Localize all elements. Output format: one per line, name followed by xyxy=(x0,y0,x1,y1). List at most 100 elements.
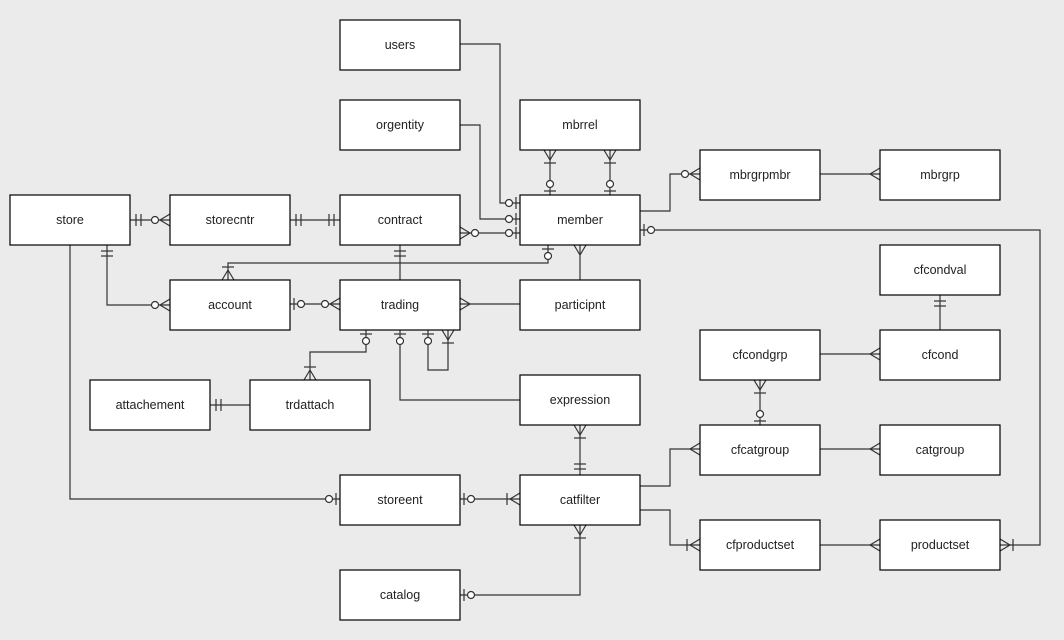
entity-label: mbrrel xyxy=(562,118,597,132)
cardinality-marker-member xyxy=(504,197,517,209)
entity-label: member xyxy=(557,213,603,227)
relationship-layer xyxy=(69,43,1041,601)
entity-mbrgrpmbr[interactable]: mbrgrpmbr xyxy=(699,149,821,201)
cardinality-marker-storecntr xyxy=(295,214,302,226)
relationship-line-catalog-catfilter xyxy=(460,525,581,596)
cardinality-marker-member xyxy=(504,227,517,239)
entity-label: mbrgrpmbr xyxy=(729,168,790,182)
entity-store[interactable]: store xyxy=(9,194,131,246)
cardinality-marker-trading xyxy=(320,297,341,311)
cardinality-marker-mbrrel xyxy=(543,149,557,164)
entity-participnt[interactable]: participnt xyxy=(519,279,641,331)
cardinality-marker-trading xyxy=(360,333,372,346)
entity-cfcondgrp[interactable]: cfcondgrp xyxy=(699,329,821,381)
cardinality-marker-account xyxy=(150,298,171,312)
entity-label: expression xyxy=(550,393,610,407)
entity-label: attachement xyxy=(116,398,185,412)
cardinality-marker-member xyxy=(544,179,556,192)
cardinality-marker-storeent xyxy=(463,493,476,505)
cardinality-marker-trdattach xyxy=(303,366,317,381)
cardinality-marker-trading xyxy=(422,333,434,346)
entity-label: mbrgrp xyxy=(920,168,960,182)
cardinality-marker-contract xyxy=(394,250,406,257)
cardinality-marker-mbrrel xyxy=(603,149,617,164)
entity-mbrgrp[interactable]: mbrgrp xyxy=(879,149,1001,201)
entity-label: cfproductset xyxy=(726,538,795,552)
entity-trdattach[interactable]: trdattach xyxy=(249,379,371,431)
cardinality-marker-catfilter xyxy=(574,463,586,470)
cardinality-marker-storeent xyxy=(324,493,337,505)
relationship-line-trading-trading xyxy=(427,330,449,371)
cardinality-marker-store xyxy=(101,250,113,257)
cardinality-marker-cfcatgroup xyxy=(689,442,701,456)
entity-attachement[interactable]: attachement xyxy=(89,379,211,431)
entity-label: store xyxy=(56,213,84,227)
relationship-line-member-productset xyxy=(640,229,1041,546)
entity-catfilter[interactable]: catfilter xyxy=(519,474,641,526)
relationship-line-member-account xyxy=(227,245,549,280)
entity-account[interactable]: account xyxy=(169,279,291,331)
cardinality-marker-cfproductset xyxy=(686,538,701,552)
entity-label: account xyxy=(208,298,252,312)
cardinality-marker-mbrgrp xyxy=(869,167,881,181)
cardinality-marker-cfcatgroup xyxy=(754,409,766,422)
entity-label: orgentity xyxy=(376,118,425,132)
entity-storecntr[interactable]: storecntr xyxy=(169,194,291,246)
entity-label: catfilter xyxy=(560,493,600,507)
cardinality-marker-store xyxy=(135,214,142,226)
cardinality-marker-cfcondval xyxy=(934,300,946,307)
entity-label: productset xyxy=(911,538,970,552)
relationship-line-store-storeent xyxy=(69,245,340,500)
cardinality-marker-expression xyxy=(573,424,587,439)
cardinality-marker-account xyxy=(293,298,306,310)
cardinality-marker-member xyxy=(643,224,656,236)
entity-cfproductset[interactable]: cfproductset xyxy=(699,519,821,571)
entity-orgentity[interactable]: orgentity xyxy=(339,99,461,151)
cardinality-marker-mbrgrpmbr xyxy=(680,167,701,181)
cardinality-marker-contract xyxy=(459,226,480,240)
entity-catalog[interactable]: catalog xyxy=(339,569,461,621)
relationship-line-catfilter-cfcatgroup xyxy=(640,448,700,487)
entity-users[interactable]: users xyxy=(339,19,461,71)
entity-contract[interactable]: contract xyxy=(339,194,461,246)
relationship-line-store-account xyxy=(106,245,170,306)
relationship-line-member-mbrgrpmbr xyxy=(640,173,700,212)
entity-mbrrel[interactable]: mbrrel xyxy=(519,99,641,151)
cardinality-marker-contract xyxy=(328,214,335,226)
entity-member[interactable]: member xyxy=(519,194,641,246)
entity-label: participnt xyxy=(555,298,606,312)
relationship-line-catfilter-cfproductset xyxy=(640,509,700,546)
entity-productset[interactable]: productset xyxy=(879,519,1001,571)
entity-label: cfcatgroup xyxy=(731,443,789,457)
cardinality-marker-attachement xyxy=(215,399,222,411)
cardinality-marker-productset xyxy=(999,538,1014,552)
entity-storeent[interactable]: storeent xyxy=(339,474,461,526)
cardinality-marker-catfilter xyxy=(506,492,521,506)
cardinality-marker-storecntr xyxy=(150,213,171,227)
cardinality-marker-catalog xyxy=(463,589,476,601)
entity-layer: users orgentity mbrrel mbrgrpmbr mbrgrp … xyxy=(9,19,1001,621)
relationship-line-trading-trdattach xyxy=(309,330,367,380)
entity-trading[interactable]: trading xyxy=(339,279,461,331)
relationship-line-orgentity-member xyxy=(460,124,520,220)
entity-cfcondval[interactable]: cfcondval xyxy=(879,244,1001,296)
entity-label: cfcond xyxy=(922,348,959,362)
entity-label: storecntr xyxy=(206,213,255,227)
entity-label: users xyxy=(385,38,416,52)
entity-label: storeent xyxy=(377,493,423,507)
cardinality-marker-productset xyxy=(869,538,881,552)
cardinality-marker-catfilter xyxy=(573,524,587,539)
entity-catgroup[interactable]: catgroup xyxy=(879,424,1001,476)
cardinality-marker-member xyxy=(573,244,587,256)
entity-cfcond[interactable]: cfcond xyxy=(879,329,1001,381)
cardinality-marker-catgroup xyxy=(869,442,881,456)
entity-cfcatgroup[interactable]: cfcatgroup xyxy=(699,424,821,476)
entity-expression[interactable]: expression xyxy=(519,374,641,426)
cardinality-marker-cfcondgrp xyxy=(753,379,767,394)
entity-label: trading xyxy=(381,298,419,312)
entity-label: trdattach xyxy=(286,398,335,412)
cardinality-marker-account xyxy=(221,266,235,281)
cardinality-marker-member xyxy=(604,179,616,192)
cardinality-marker-member xyxy=(504,213,517,225)
